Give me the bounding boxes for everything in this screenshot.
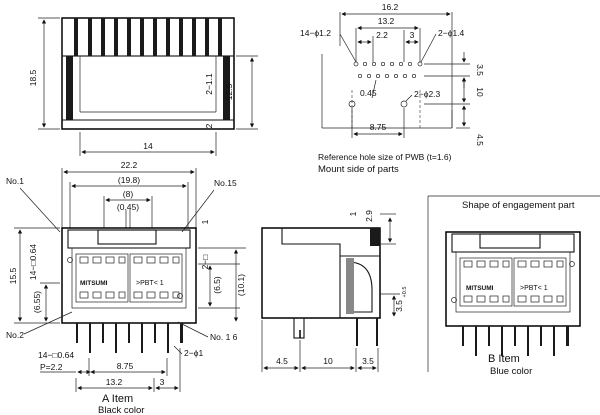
front-dim-13-2: 13.2	[106, 377, 123, 387]
top-dim-2-1-1: 2−1.1	[204, 73, 214, 95]
side-dim-2-9: 2.9	[364, 210, 374, 222]
front-dim-8: (8)	[123, 189, 134, 199]
pcb-dim-0-45: 0.45	[360, 88, 377, 98]
top-dim-height: 18.5	[28, 69, 38, 86]
pcb-dim-16-2: 16.2	[382, 2, 399, 12]
pcb-hole-small: 14−ϕ1.2	[300, 28, 331, 38]
engagement-pbt: >PBT< 1	[520, 285, 548, 292]
pcb-dim-3-5: 3.5	[475, 64, 485, 76]
engagement-brand: MITSUMI	[466, 285, 494, 292]
pcb-dim-13-2: 13.2	[378, 16, 395, 26]
front-dim-1: 1	[200, 219, 210, 224]
top-dim-2: 2	[204, 123, 214, 128]
side-view: 1 2.9 3.5 +0.5 4.5 10 3.5	[261, 210, 408, 372]
b-item-label: B Item	[488, 353, 520, 365]
pcb-hole-grid	[348, 61, 423, 108]
pcb-dim-4-5: 4.5	[475, 134, 485, 146]
front-dim-2-sq: 2−□	[200, 255, 210, 270]
front-label-no15: No.15	[214, 178, 237, 188]
top-view: 18.5 12.5 2−1.1 2 14	[28, 17, 258, 156]
pcb-dim-10: 10	[475, 87, 485, 97]
front-dim-19-8: (19.8)	[118, 175, 140, 185]
pcb-caption-2: Mount side of parts	[318, 164, 399, 175]
side-dim-4-5: 4.5	[276, 356, 288, 366]
front-dim-10-1: (10.1)	[236, 274, 246, 296]
front-dim-8-75: 8.75	[117, 361, 134, 371]
top-dim-width: 14	[143, 141, 153, 151]
front-internal-contacts	[79, 256, 180, 299]
front-dim-0-45: (0.45)	[117, 202, 139, 212]
side-dim-3-5b: 3.5	[362, 356, 374, 366]
top-dim-12-5: 12.5	[224, 83, 234, 100]
front-pbt: >PBT< 1	[136, 280, 164, 287]
a-item-color: Black color	[98, 405, 144, 415]
front-dim-15-5: 15.5	[8, 267, 18, 284]
pcb-hole-large: 2−ϕ2.3	[414, 89, 441, 99]
side-dim-1: 1	[348, 211, 358, 216]
front-dim-6-55: (6.55)	[32, 291, 42, 313]
top-ribs	[74, 18, 222, 56]
front-label-no2: No.2	[6, 330, 24, 340]
front-dim-p: P=2.2	[40, 362, 63, 372]
engagement-view: Shape of engagement part MITSUMI >PBT< 1…	[427, 195, 600, 377]
front-dim-3: 3	[160, 377, 165, 387]
pcb-dim-3: 3	[410, 30, 415, 40]
engagement-contacts	[463, 260, 564, 303]
side-dim-3-5-tol: +0.5	[402, 287, 408, 298]
front-dim-6-5: (6.5)	[212, 276, 222, 294]
pcb-dim-2-2: 2.2	[376, 30, 388, 40]
front-dim-14-sq: 14−□0.64	[28, 244, 38, 280]
pcb-reference-view: 16.2 13.2 2.2 3 14−ϕ1.2 2−ϕ1.4 3.5 10 4	[300, 2, 485, 175]
front-pins	[76, 323, 183, 353]
pcb-hole-mid: 2−ϕ1.4	[438, 28, 465, 38]
front-dim-22-2: 22.2	[121, 160, 138, 170]
front-label-no16: No. 1 6	[210, 332, 238, 342]
pcb-caption-1: Reference hole size of PWB (t=1.6)	[318, 152, 452, 162]
side-dim-10: 10	[323, 356, 333, 366]
front-bottom-sq: 14−□0.64	[38, 350, 74, 360]
pcb-dim-8-75: 8.75	[370, 122, 387, 132]
front-dim-2-phi1: 2−ϕ1	[184, 348, 203, 358]
a-item-label: A Item	[102, 393, 133, 405]
front-view-a: 22.2 (19.8) (8) (0.45) No.1 No.15 MITSUM…	[6, 160, 246, 415]
b-item-color: Blue color	[490, 366, 532, 377]
front-label-no1: No.1	[6, 176, 24, 186]
engagement-pins	[462, 326, 569, 356]
front-brand: MITSUMI	[80, 280, 108, 287]
side-dim-3-5: 3.5	[394, 300, 404, 312]
engagement-title: Shape of engagement part	[462, 200, 575, 211]
